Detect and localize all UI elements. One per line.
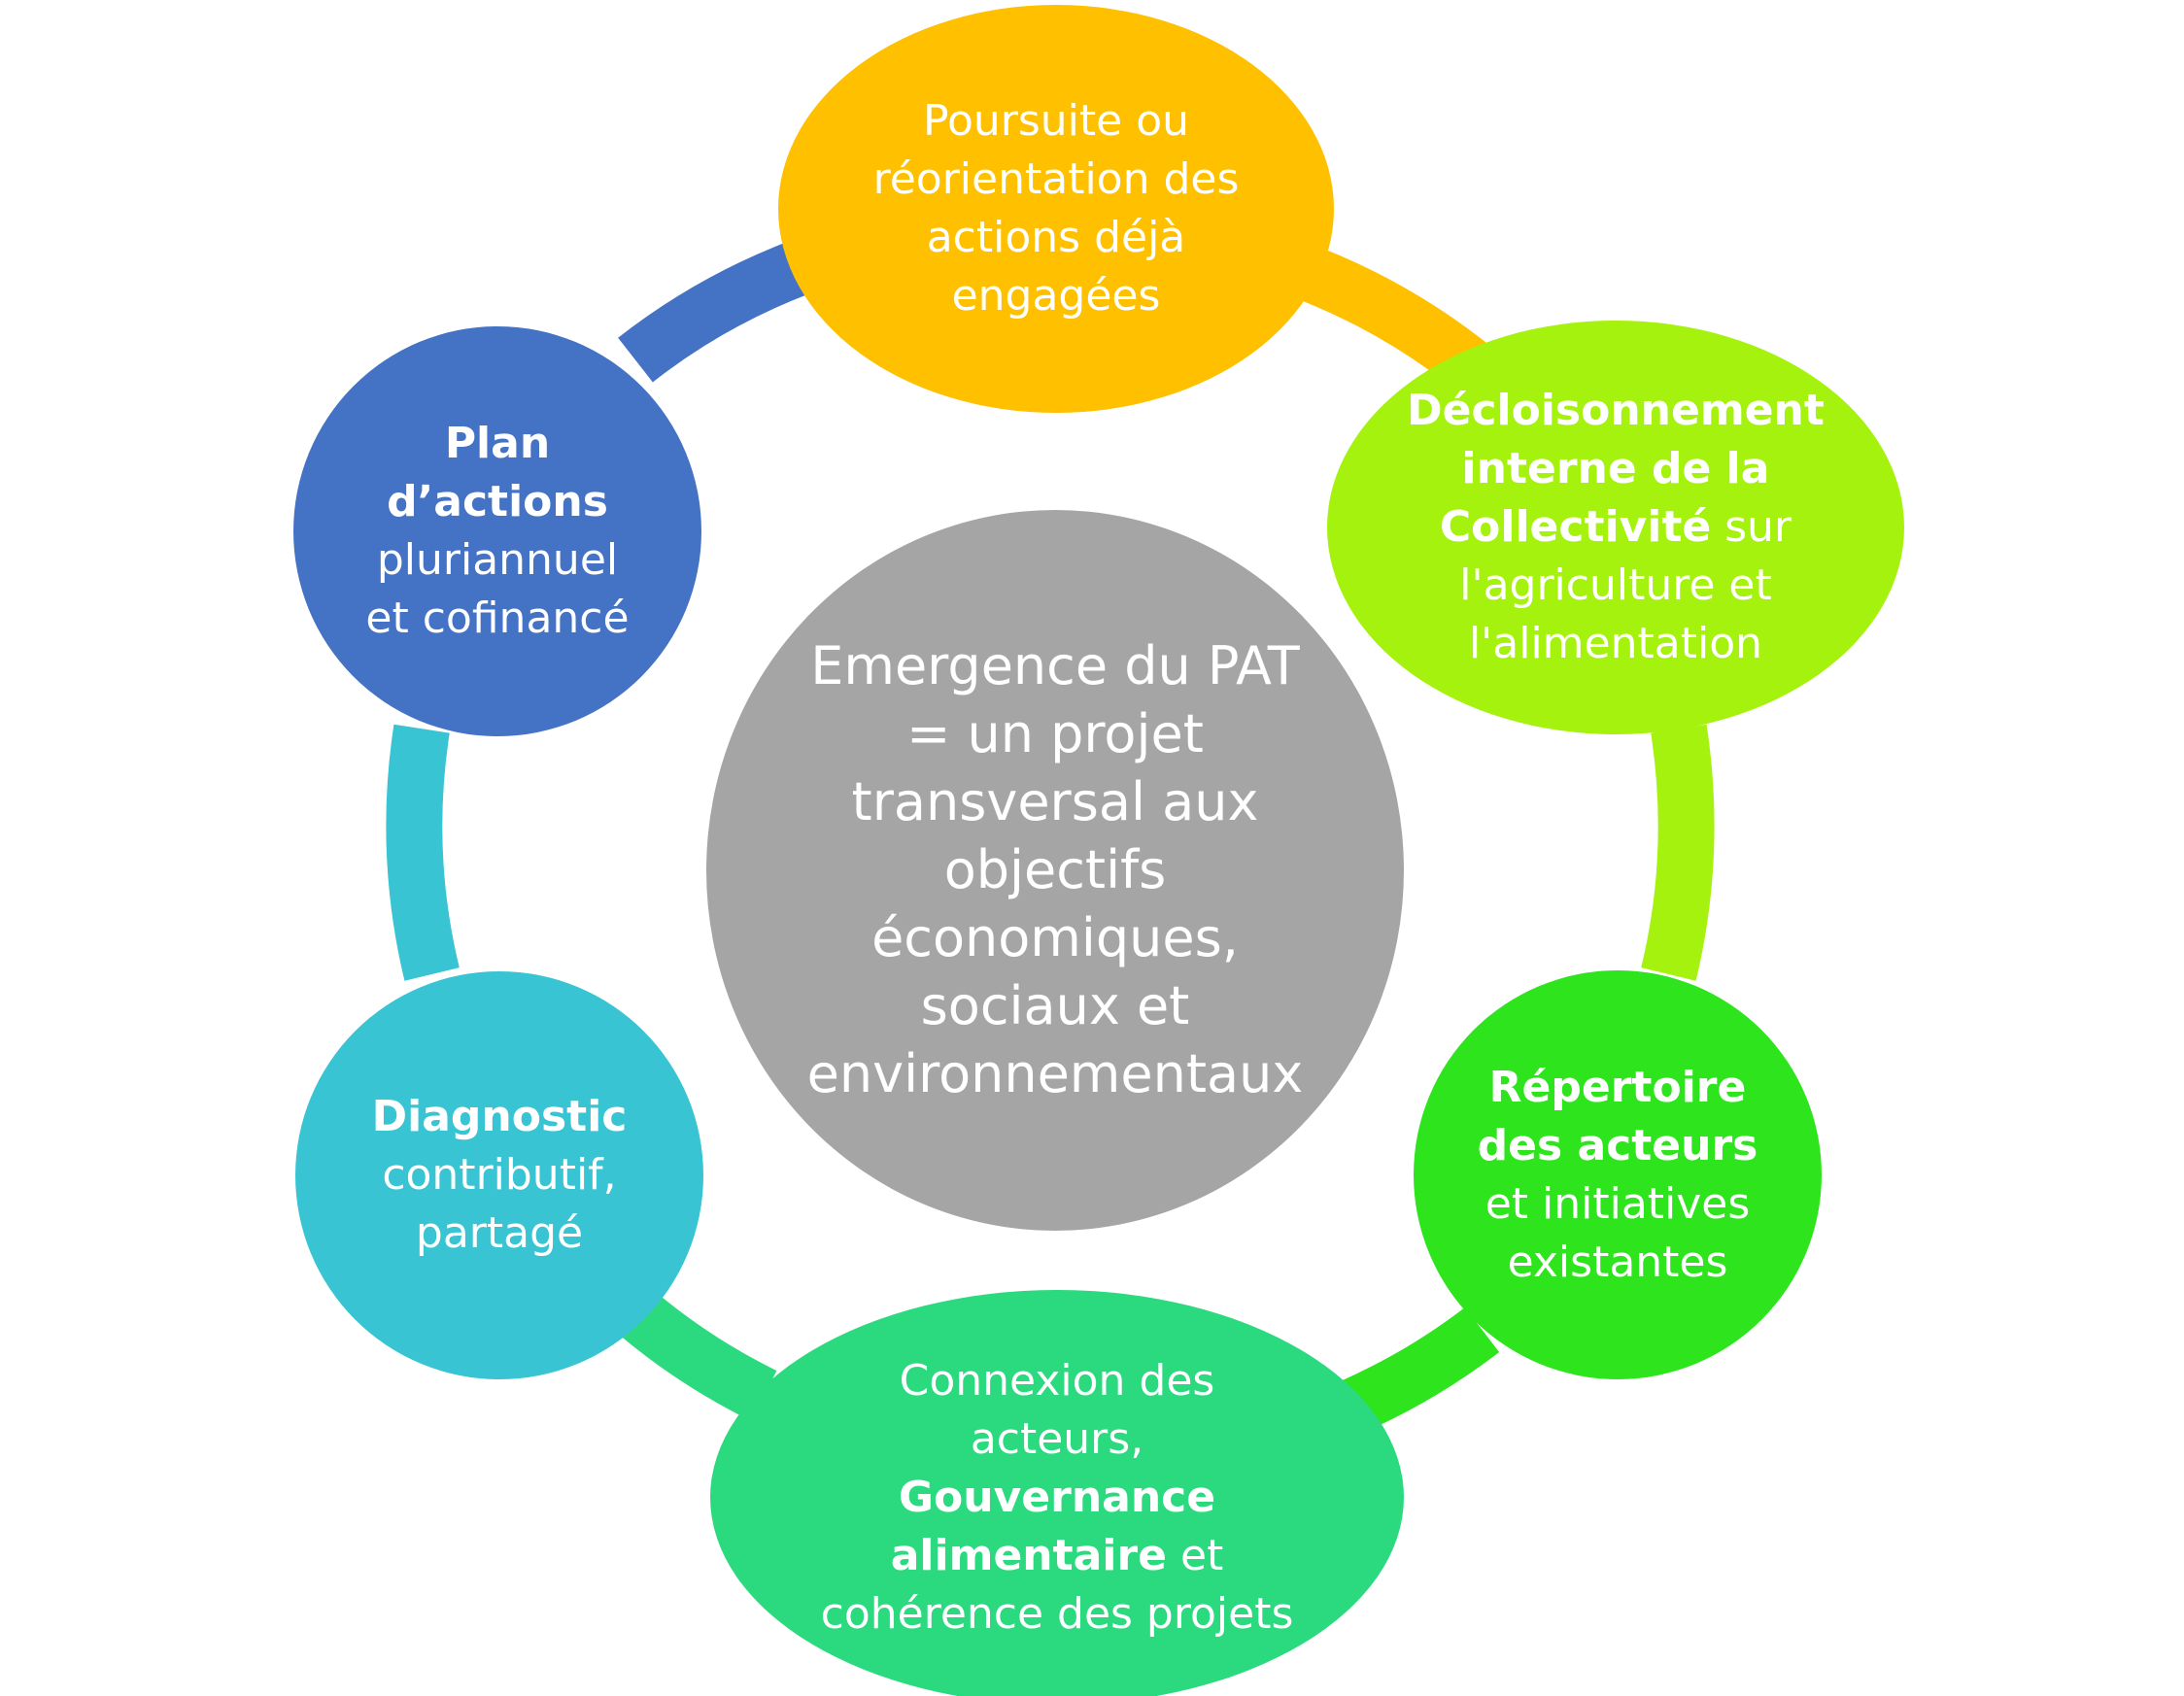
text-run: cohérence des projets — [820, 1588, 1294, 1639]
node-text-line: et cofinancé — [365, 590, 629, 648]
bold-text-run: Décloisonnement — [1407, 386, 1825, 435]
central-text-line: = un projet — [906, 703, 1204, 764]
node-lower-left: Diagnostic contributif, partagé — [295, 971, 703, 1379]
node-text-line: et initiatives — [1478, 1175, 1758, 1234]
node-text-line: Connexion des — [821, 1352, 1294, 1410]
text-run: l'agriculture et — [1459, 560, 1772, 610]
text-run: et — [1166, 1530, 1224, 1580]
node-text-line: l'agriculture et — [1407, 557, 1825, 615]
node-text-line: cohérence des projets — [821, 1585, 1294, 1644]
bold-text-run: Diagnostic — [371, 1092, 628, 1141]
bold-text-run: Collectivité — [1439, 502, 1712, 552]
text-run: l'alimentation — [1468, 619, 1763, 668]
bold-text-run: interne de la — [1461, 444, 1770, 493]
node-text-line: Gouvernance — [821, 1469, 1294, 1527]
central-text-line: sociaux et — [920, 975, 1190, 1036]
bold-text-run: alimentaire — [890, 1530, 1167, 1580]
node-text-line: Diagnostic — [372, 1088, 628, 1146]
node-text-line: partagé — [372, 1204, 628, 1263]
node-lower-right: Répertoire des acteurs et initiatives exist… — [1414, 970, 1822, 1379]
central-text-line: économiques, — [871, 907, 1239, 968]
text-run: actions déjà — [926, 213, 1186, 262]
node-lower-right-text: Répertoire des acteurs et initiatives exist… — [1478, 1059, 1758, 1292]
arc-upper-left-to-top — [618, 241, 809, 383]
node-upper-right: Décloisonnement interne de la Collectivité… — [1327, 321, 1904, 734]
text-run: pluriannuel — [376, 535, 619, 585]
text-run: et initiatives — [1484, 1178, 1751, 1229]
arc-top-to-upper-right — [1302, 248, 1493, 392]
arc-lower-left-to-upper-left — [386, 724, 460, 981]
node-text-line: actions déjà — [873, 209, 1240, 267]
central-text-line: objectifs — [943, 839, 1167, 900]
text-run: partagé — [415, 1208, 584, 1258]
arc-bottom-to-lower-left — [617, 1290, 777, 1422]
central-circle: Emergence du PAT = un projet transversal a… — [706, 510, 1404, 1231]
bold-text-run: d’actions — [387, 477, 608, 526]
central-text: Emergence du PAT = un projet transversal a… — [807, 632, 1304, 1108]
node-text-line: engagées — [873, 267, 1240, 325]
node-text-line: Poursuite ou — [873, 92, 1240, 151]
node-text-line: pluriannuel — [365, 531, 629, 590]
text-run: existantes — [1507, 1237, 1728, 1287]
node-text-line: d’actions — [365, 473, 629, 531]
node-text-line: réorientation des — [873, 151, 1240, 209]
node-upper-left-text: Plan d’actions pluriannuel et cofinancé — [365, 415, 629, 648]
node-upper-left: Plan d’actions pluriannuel et cofinancé — [293, 326, 701, 736]
bold-text-run: des acteurs — [1477, 1120, 1758, 1170]
central-text-line: transversal aux — [851, 771, 1259, 832]
bold-text-run: Gouvernance — [898, 1472, 1216, 1522]
text-run: sur — [1711, 502, 1792, 552]
text-run: engagées — [951, 271, 1161, 321]
node-text-line: alimentaire et — [821, 1527, 1294, 1585]
text-run: acteurs, — [970, 1413, 1144, 1464]
text-run: réorientation des — [872, 154, 1240, 204]
text-run: Poursuite ou — [922, 96, 1189, 146]
node-text-line: Décloisonnement — [1407, 382, 1825, 440]
node-text-line: Plan — [365, 415, 629, 473]
node-text-line: des acteurs — [1478, 1117, 1758, 1175]
node-top: Poursuite ou réorientation des actions déj… — [778, 5, 1334, 413]
arc-upper-right-to-lower-right — [1641, 724, 1715, 981]
node-text-line: l'alimentation — [1407, 615, 1825, 673]
bold-text-run: Plan — [444, 419, 551, 468]
node-text-line: contributif, — [372, 1146, 628, 1204]
node-text-line: Répertoire — [1478, 1059, 1758, 1117]
bold-text-run: Répertoire — [1488, 1062, 1747, 1112]
text-run: contributif, — [382, 1150, 617, 1200]
text-run: Connexion des — [899, 1355, 1215, 1406]
node-text-line: Collectivité sur — [1407, 498, 1825, 557]
central-text-line: Emergence du PAT — [810, 635, 1300, 696]
node-text-line: acteurs, — [821, 1410, 1294, 1469]
node-text-line: interne de la — [1407, 440, 1825, 498]
node-top-text: Poursuite ou réorientation des actions déj… — [873, 92, 1240, 325]
central-text-line: environnementaux — [806, 1043, 1304, 1104]
node-text-line: existantes — [1478, 1234, 1758, 1292]
node-lower-left-text: Diagnostic contributif, partagé — [372, 1088, 628, 1263]
text-run: et cofinancé — [365, 594, 630, 643]
node-upper-right-text: Décloisonnement interne de la Collectivité… — [1407, 382, 1825, 673]
